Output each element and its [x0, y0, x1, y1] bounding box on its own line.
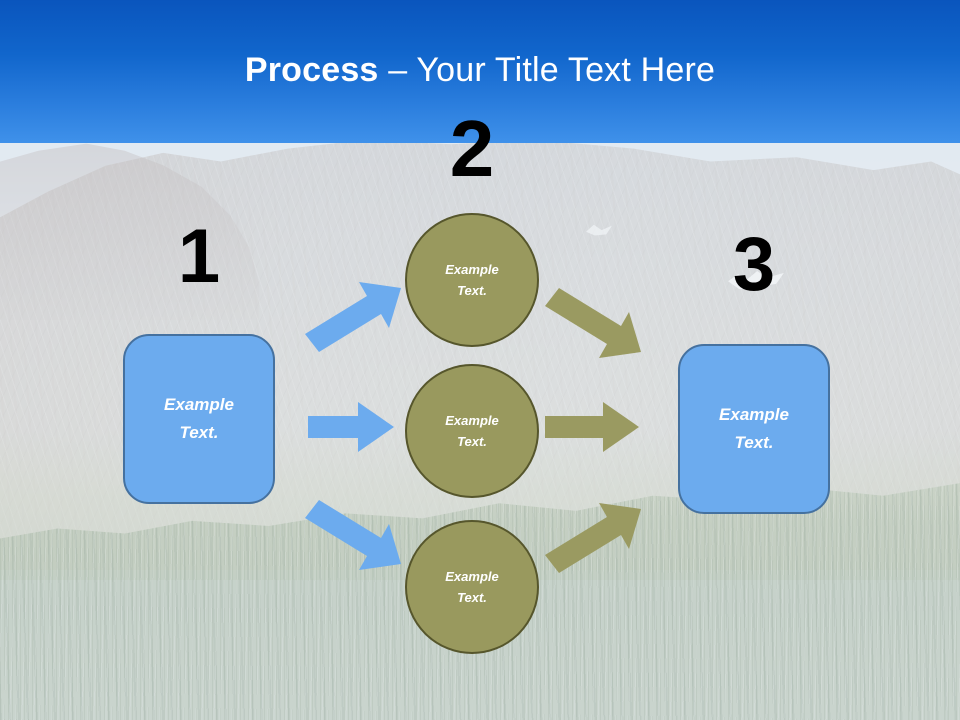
- process-circle-bottom-line2: Text.: [457, 590, 487, 605]
- process-circle-middle-line2: Text.: [457, 434, 487, 449]
- process-circle-bottom-line1: Example: [445, 569, 499, 584]
- page-title: Process – Your Title Text Here: [0, 50, 960, 90]
- arrow-circle-top-to-end: [545, 288, 645, 358]
- process-start-box[interactable]: Example Text.: [123, 334, 275, 504]
- process-circle-bottom[interactable]: Example Text.: [405, 520, 539, 654]
- page-title-light: Your Title Text Here: [416, 51, 716, 89]
- page-title-separator: –: [378, 51, 417, 89]
- title-band: [0, 0, 960, 143]
- arrow-start-to-circle-top: [305, 282, 405, 352]
- process-circle-middle-line1: Example: [445, 413, 499, 428]
- process-circle-top-line2: Text.: [457, 283, 487, 298]
- arrow-start-to-circle-middle: [308, 402, 394, 452]
- process-end-box[interactable]: Example Text.: [678, 344, 830, 514]
- arrow-start-to-circle-bottom: [305, 500, 405, 570]
- process-circle-middle[interactable]: Example Text.: [405, 364, 539, 498]
- arrow-circle-bottom-to-end: [545, 503, 645, 573]
- arrow-circle-middle-to-end: [545, 402, 639, 452]
- page-title-strong: Process: [244, 51, 379, 89]
- process-end-box-line2: Text.: [734, 433, 774, 452]
- process-circle-top-line1: Example: [445, 262, 499, 277]
- step-number-3: 3: [732, 222, 776, 307]
- step-number-2: 2: [449, 104, 495, 193]
- process-circle-top[interactable]: Example Text.: [405, 213, 539, 347]
- process-start-box-line1: Example: [164, 395, 234, 414]
- step-number-1: 1: [177, 214, 221, 299]
- process-start-box-line2: Text.: [179, 423, 219, 442]
- process-end-box-line1: Example: [719, 405, 789, 424]
